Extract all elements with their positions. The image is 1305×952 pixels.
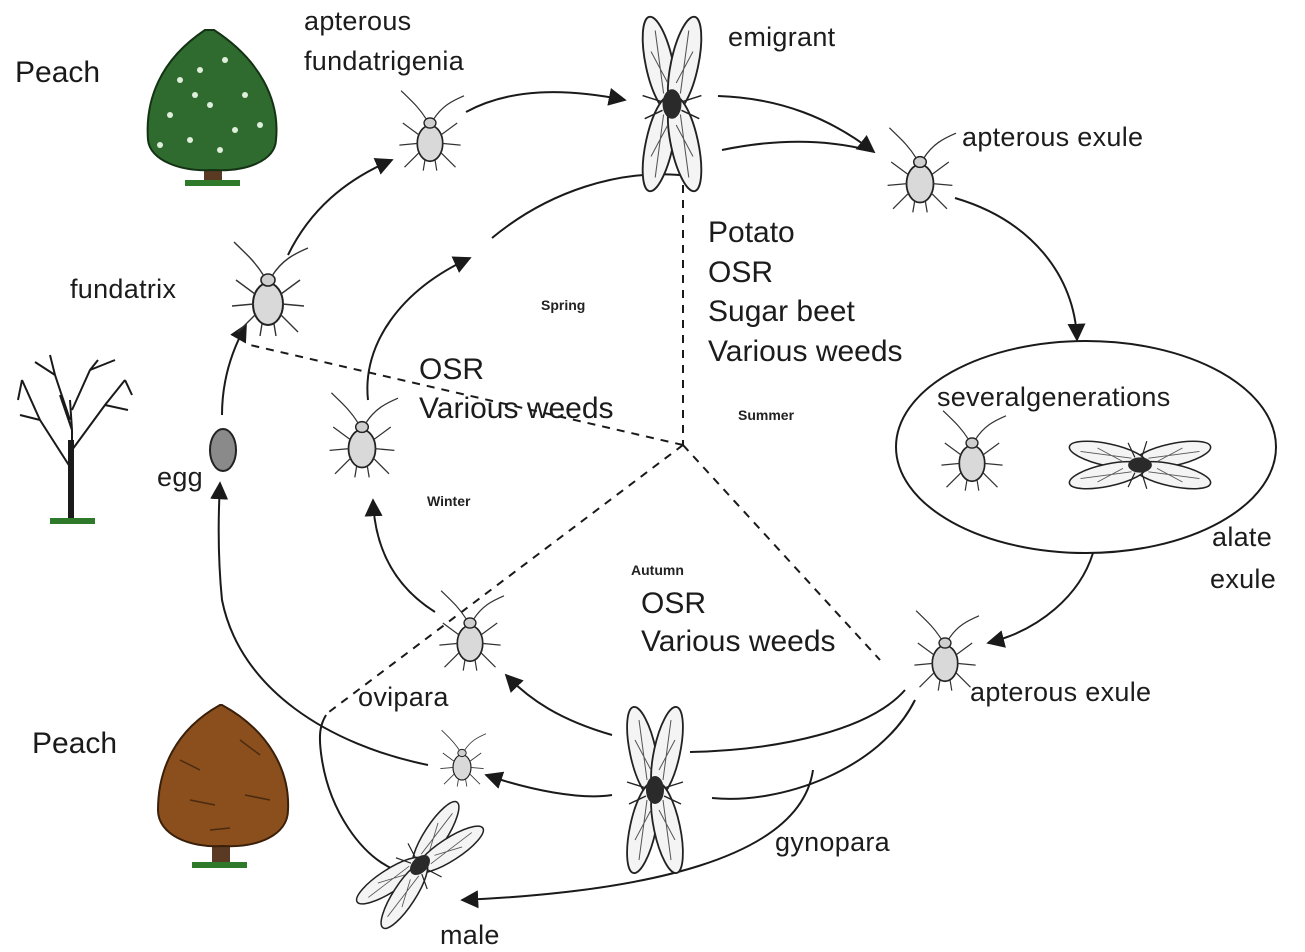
aphid-apterous-exule-top-figure bbox=[888, 128, 956, 213]
fundatrix-label: fundatrix bbox=[70, 272, 176, 306]
aphid-gynopara-figure bbox=[621, 704, 690, 875]
ovipara-label: ovipara bbox=[358, 680, 449, 714]
male-label: male bbox=[440, 918, 500, 952]
host-winter-line1: OSR bbox=[419, 350, 484, 390]
season-winter-label: Winter bbox=[427, 493, 470, 509]
apterous-exule-top-label: apterous exule bbox=[962, 120, 1143, 154]
season-autumn-label: Autumn bbox=[631, 562, 684, 578]
aphid-several-generations-alate-figure bbox=[1067, 436, 1213, 494]
season-spring-label: Spring bbox=[541, 297, 585, 313]
host-summer-line3: Sugar beet bbox=[708, 292, 855, 332]
aphid-small-figure bbox=[440, 730, 486, 786]
gynopara-label: gynopara bbox=[775, 825, 890, 859]
season-summer-label: Summer bbox=[738, 407, 794, 423]
host-autumn-line1: OSR bbox=[641, 584, 706, 624]
aphid-apterous-fundatrigenia-figure bbox=[399, 91, 464, 171]
emigrant-label: emigrant bbox=[728, 20, 835, 54]
aphid-emigrant-figure bbox=[636, 14, 708, 194]
aphid-ovipara-figure bbox=[439, 591, 504, 671]
host-summer-line2: OSR bbox=[708, 253, 773, 293]
host-summer-line4: Various weeds bbox=[708, 332, 903, 372]
peach-tree-autumn-icon bbox=[158, 705, 288, 868]
peach-top-label: Peach bbox=[15, 56, 100, 90]
host-summer-line1: Potato bbox=[708, 213, 795, 253]
apterous-exule-bottom-label: apterous exule bbox=[970, 675, 1151, 709]
apterous-fundatrigenia-label-line2: fundatrigenia bbox=[304, 44, 464, 78]
egg-label: egg bbox=[157, 460, 203, 494]
bare-tree-winter-icon bbox=[18, 355, 132, 524]
several-generations-label: severalgenerations bbox=[937, 380, 1171, 414]
aphid-winter-figure bbox=[330, 393, 398, 478]
aphid-male-figure bbox=[348, 793, 492, 937]
aphid-fundatrix-figure bbox=[232, 242, 308, 336]
peach-bottom-label: Peach bbox=[32, 727, 117, 761]
egg-figure bbox=[210, 429, 236, 471]
host-autumn-line2: Various weeds bbox=[641, 622, 836, 662]
host-winter-line2: Various weeds bbox=[419, 389, 614, 429]
apterous-fundatrigenia-label-line1: apterous bbox=[304, 4, 411, 38]
alate-exule-label-line2: exule bbox=[1210, 562, 1276, 596]
peach-tree-spring-icon bbox=[148, 30, 277, 186]
aphid-several-generations-apterous-figure bbox=[941, 411, 1006, 491]
alate-exule-label-line1: alate bbox=[1212, 520, 1272, 554]
